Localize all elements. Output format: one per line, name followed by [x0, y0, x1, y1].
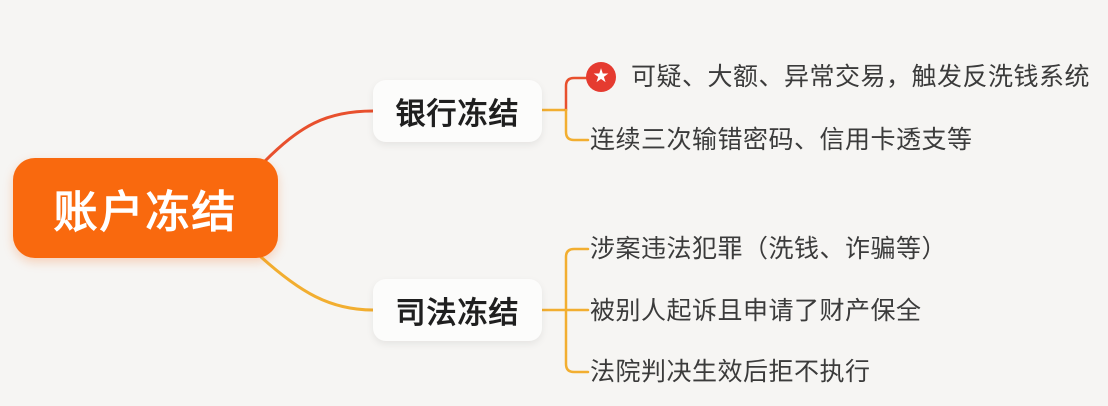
connector-bank-child-2	[564, 108, 590, 142]
leaf-text: 可疑、大额、异常交易，触发反洗钱系统	[631, 63, 1091, 91]
connector-judicial-child-3	[564, 308, 590, 374]
leaf-node-bank-aml: ★ 可疑、大额、异常交易，触发反洗钱系统	[586, 59, 1090, 95]
branch-node-judicial-freeze: 司法冻结	[373, 279, 542, 341]
leaf-text: 涉案违法犯罪（洗钱、诈骗等）	[590, 235, 948, 263]
central-node-account-freeze: 账户冻结	[13, 158, 278, 258]
branch-node-label: 银行冻结	[395, 98, 520, 131]
connector-bank-child-1	[564, 76, 590, 112]
connector-central-to-bank	[262, 109, 375, 164]
leaf-node-judicial-crime: 涉案违法犯罪（洗钱、诈骗等）	[590, 231, 947, 267]
connector-judicial-child-1	[564, 247, 590, 312]
leaf-node-bank-password: 连续三次输错密码、信用卡透支等	[590, 122, 973, 158]
connector-central-to-judicial	[259, 255, 375, 312]
priority-star-icon: ★	[586, 62, 616, 92]
leaf-text: 被别人起诉且申请了财产保全	[590, 297, 922, 325]
leaf-node-judicial-lawsuit: 被别人起诉且申请了财产保全	[590, 293, 922, 329]
branch-node-label: 司法冻结	[395, 297, 520, 330]
leaf-text: 法院判决生效后拒不执行	[590, 358, 871, 386]
leaf-text: 连续三次输错密码、信用卡透支等	[590, 126, 973, 154]
leaf-node-judicial-verdict: 法院判决生效后拒不执行	[590, 354, 871, 390]
branch-node-bank-freeze: 银行冻结	[373, 80, 542, 142]
star-glyph: ★	[592, 65, 610, 87]
central-node-label: 账户冻结	[53, 188, 238, 237]
